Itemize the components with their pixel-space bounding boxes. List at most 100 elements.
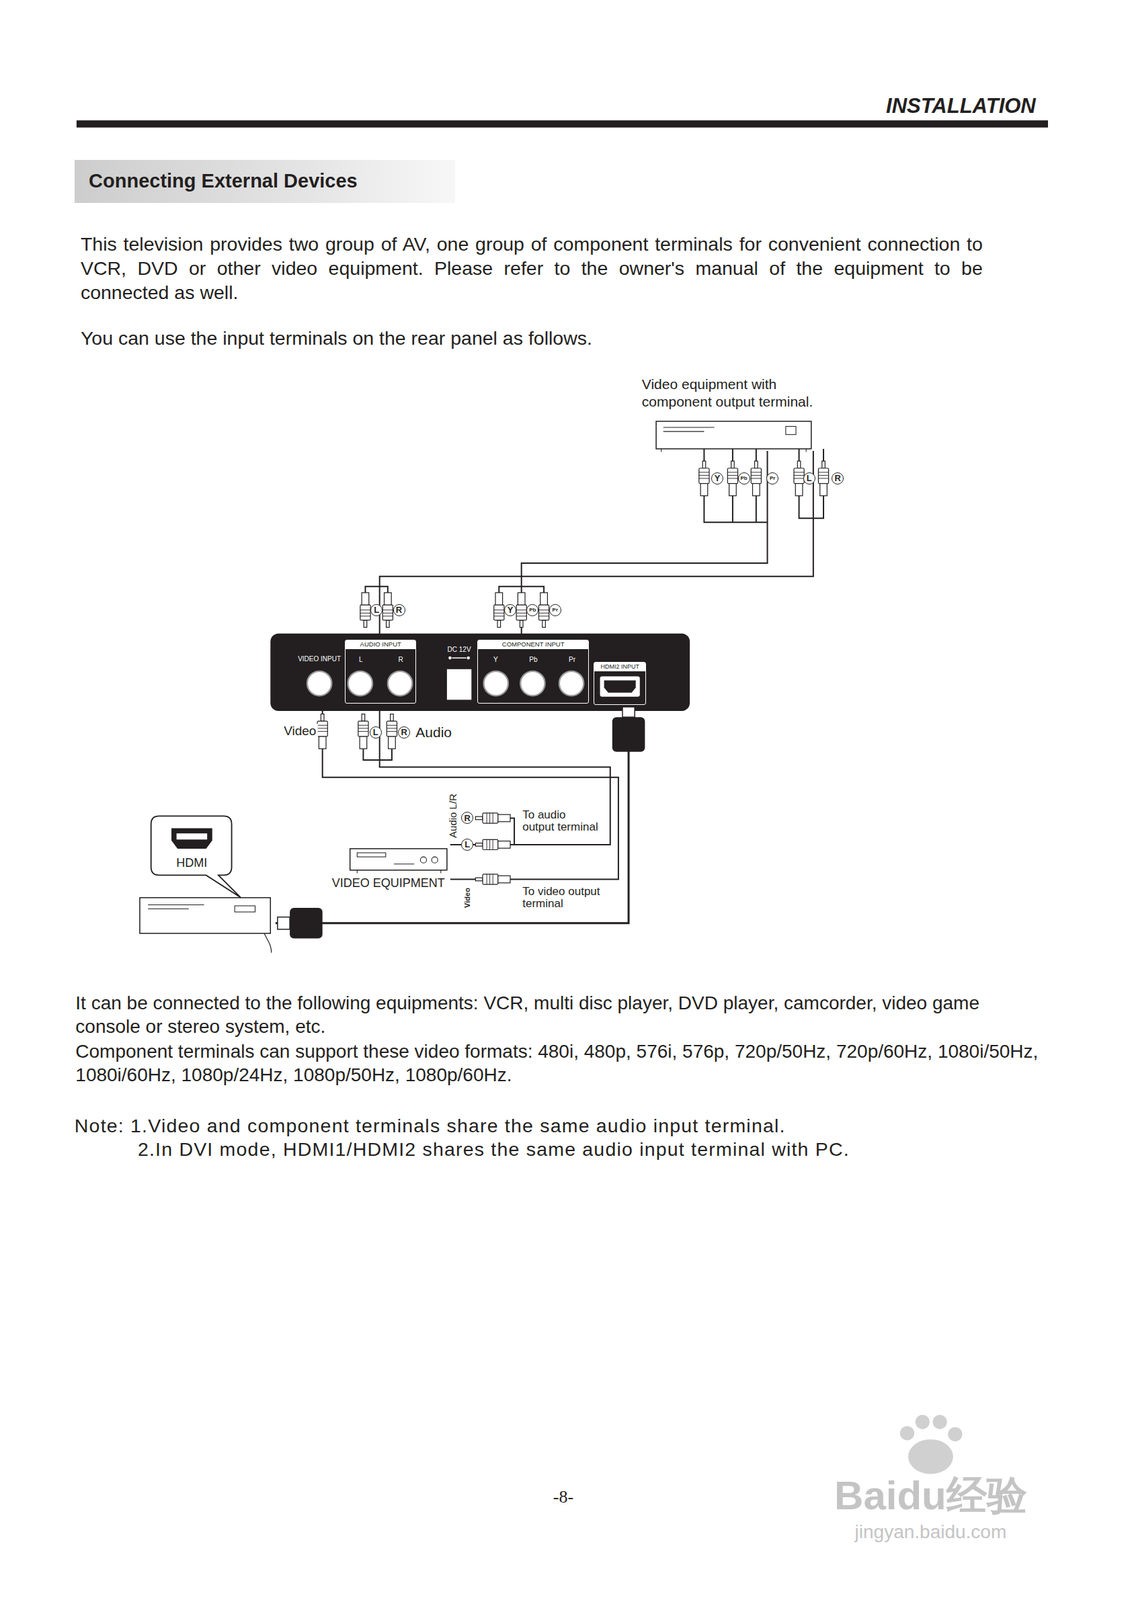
rear-panel — [466, 656, 470, 661]
page-section-title: INSTALLATION — [885, 94, 1036, 119]
component-cable — [360, 592, 371, 628]
node-text: Pb — [529, 656, 538, 665]
note-text: 2.In DVI mode, HDMI1/HDMI2 shares the sa… — [137, 1138, 850, 1161]
node-text: Pr — [568, 656, 576, 665]
hdmi-source-device: HDMI — [139, 814, 276, 941]
plug-label: R — [393, 604, 406, 617]
watermark-paw — [932, 1415, 947, 1430]
av-cable — [475, 874, 511, 885]
av-cable — [317, 714, 515, 886]
video-equipment: VIDEO EQUIPMENT — [326, 839, 451, 896]
node-text: R — [397, 656, 403, 665]
illustration — [76, 120, 1049, 1475]
plug-label: Pr — [766, 472, 779, 485]
node-text: Connecting External Devices — [88, 170, 358, 193]
node-text: VIDEO INPUT — [297, 655, 341, 664]
component-cable — [703, 496, 824, 523]
body-paragraph: Component terminals can support these vi… — [75, 1039, 1049, 1087]
plug-label: R — [831, 472, 844, 485]
watermark-paw — [900, 1426, 915, 1441]
plug-label: L — [370, 604, 383, 617]
video-input-jack: VIDEO INPUT — [293, 650, 345, 704]
component-video-equipment: Video equipment with component output te… — [637, 373, 855, 452]
header-rule — [76, 120, 1049, 128]
rear-panel — [447, 669, 472, 701]
node-text: HDMI — [176, 856, 208, 871]
note-text: Note: 1.Video and component terminals sh… — [74, 1115, 786, 1138]
component-cable — [360, 449, 829, 628]
hdmi-source-box — [139, 816, 272, 953]
video-player — [431, 857, 438, 864]
section-heading-band: Connecting External Devices — [74, 159, 456, 204]
hdmi-cable — [612, 717, 646, 753]
plug-label: R — [461, 812, 474, 825]
callout-text: To audio output terminal — [522, 809, 600, 834]
audio-input-group: AUDIO INPUT L R — [344, 639, 417, 705]
hdmi-source-box — [151, 816, 242, 898]
component-video-player — [656, 421, 812, 450]
video-player — [350, 849, 448, 871]
component-cable — [382, 592, 393, 628]
rear-panel — [451, 657, 466, 659]
terminal-label: DC 12V — [447, 646, 472, 655]
component-cable — [516, 592, 527, 628]
av-cable — [475, 839, 511, 850]
node-text: VIDEO EQUIPMENT — [332, 876, 446, 891]
node-text: HDMI2 INPUT — [594, 662, 645, 671]
body-paragraph: It can be connected to the following equ… — [75, 991, 1049, 1039]
hdmi-cable — [622, 707, 635, 718]
rear-panel — [484, 671, 509, 696]
component-video-player — [785, 426, 796, 435]
video-player — [356, 853, 386, 858]
hdmi-source-box — [264, 933, 272, 954]
hdmi-source-box — [139, 898, 271, 934]
av-cable — [317, 714, 328, 750]
watermark: Baidu经验 — [834, 1472, 1028, 1520]
plug-label: Pb — [526, 604, 539, 617]
hdmi-cable — [277, 707, 645, 940]
plug-label: Y — [711, 472, 724, 485]
callout-text: To video output terminal — [522, 885, 600, 911]
cable-connector — [379, 451, 814, 640]
watermark-paw — [908, 1439, 954, 1475]
node-text: AUDIO INPUT — [345, 640, 416, 650]
rear-panel — [307, 671, 584, 696]
cable-connector — [322, 703, 619, 880]
plug-label: L — [803, 472, 816, 485]
component-cable — [703, 449, 824, 462]
rear-panel — [387, 671, 413, 696]
rear-panel — [448, 656, 452, 661]
hdmi-source-box — [147, 904, 204, 909]
watermark-paw — [915, 1415, 930, 1430]
plug-label: R — [397, 726, 411, 739]
rear-panel — [604, 680, 636, 694]
rear-panel — [270, 633, 690, 712]
video-player — [420, 857, 427, 864]
video-player — [356, 864, 441, 874]
av-cable — [358, 714, 369, 750]
node-text: Y — [493, 656, 499, 665]
plug-label: Y — [504, 604, 517, 617]
node-text: L — [358, 656, 364, 665]
component-video-player — [661, 427, 807, 452]
watermark-paw — [947, 1427, 962, 1442]
terminal-label: Audio L/R — [447, 792, 459, 840]
hdmi2-input-port: HDMI2 INPUT — [593, 662, 646, 706]
intro-paragraph: This television provides two group of AV… — [80, 231, 983, 306]
node-text: COMPONENT INPUT — [477, 640, 588, 650]
rear-panel — [348, 671, 373, 696]
intro-paragraph: You can use the input terminals on the r… — [80, 327, 593, 350]
cable-connector — [275, 705, 629, 924]
plug-label: Pr — [549, 604, 562, 617]
watermark: jingyan.baidu.com — [855, 1521, 1007, 1544]
cable-label: Video — [282, 723, 318, 739]
component-cable — [818, 461, 829, 497]
cable-connector — [379, 703, 611, 845]
hdmi-cable — [289, 908, 323, 940]
plug-label: Pb — [738, 472, 751, 485]
hdmi-source-box — [234, 906, 255, 913]
rear-panel — [520, 671, 545, 696]
rear-panel — [270, 633, 690, 712]
component-input-group: COMPONENT INPUT Y Pb Pr — [477, 639, 589, 705]
